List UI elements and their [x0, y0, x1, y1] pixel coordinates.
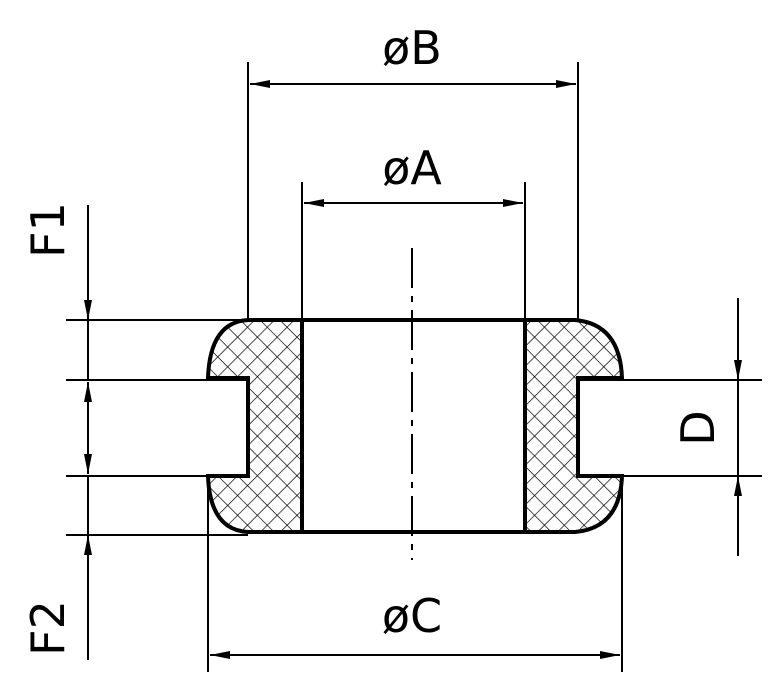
- right-section-hatch: [525, 320, 622, 532]
- label-thickness-f1: F1: [21, 202, 75, 258]
- label-groove-d: D: [671, 410, 725, 445]
- label-diameter-b: øB: [382, 21, 442, 75]
- label-diameter-c: øC: [382, 589, 442, 643]
- left-section-hatch: [208, 320, 302, 532]
- label-diameter-a: øA: [382, 141, 442, 195]
- label-thickness-f2: F2: [21, 600, 75, 656]
